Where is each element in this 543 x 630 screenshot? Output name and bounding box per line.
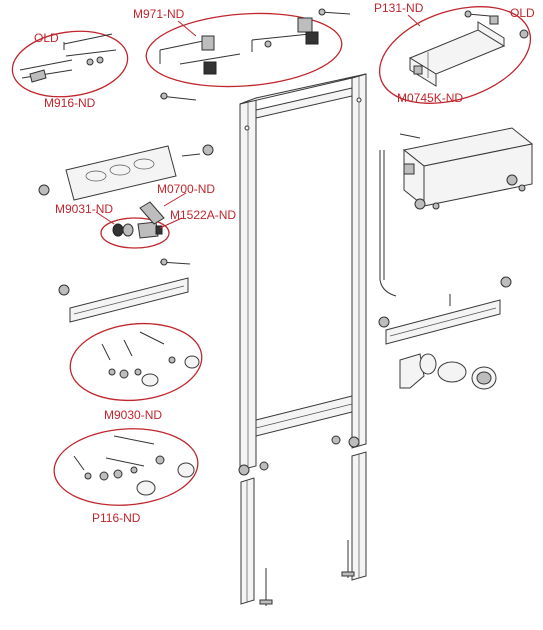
p131-callout-ring xyxy=(378,6,532,104)
label-m9030: M9030-ND xyxy=(104,408,162,422)
upper-left-bracket xyxy=(38,144,214,201)
label-m971: M971-ND xyxy=(133,7,185,21)
p116-callout-ring xyxy=(53,428,199,506)
m971-loose-screws xyxy=(159,8,351,101)
m9031-group xyxy=(100,217,170,249)
m9030-callout-ring xyxy=(69,322,203,402)
label-p131: P131-ND xyxy=(374,1,424,15)
label-p116: P116-ND xyxy=(92,511,141,525)
m9031-callout-ring xyxy=(100,217,170,249)
label-m1522a: M1522A-ND xyxy=(170,208,236,222)
label-m0700: M0700-ND xyxy=(157,182,215,196)
left-rail xyxy=(58,258,191,323)
label-m0745k: M0745K-ND xyxy=(397,91,463,105)
drain-fittings xyxy=(399,353,497,390)
label-m9031: M9031-ND xyxy=(55,202,113,216)
p131-group xyxy=(378,6,532,104)
m916-group xyxy=(11,30,129,98)
main-frame xyxy=(238,73,367,606)
label-old-left: OLD xyxy=(34,31,59,45)
right-rail xyxy=(378,276,512,345)
m0700-tube xyxy=(139,201,165,225)
label-m916: M916-ND xyxy=(44,96,96,110)
m916-callout-ring xyxy=(11,30,129,98)
label-old-right: OLD xyxy=(510,6,535,20)
m971-callout-ring xyxy=(145,12,343,88)
m971-group xyxy=(145,12,343,88)
flush-box xyxy=(399,127,534,210)
m9030-group xyxy=(69,322,203,402)
leader-lines xyxy=(95,14,421,229)
p116-group xyxy=(53,428,199,506)
water-pipe xyxy=(379,150,397,297)
p131-loose-parts xyxy=(464,10,529,39)
